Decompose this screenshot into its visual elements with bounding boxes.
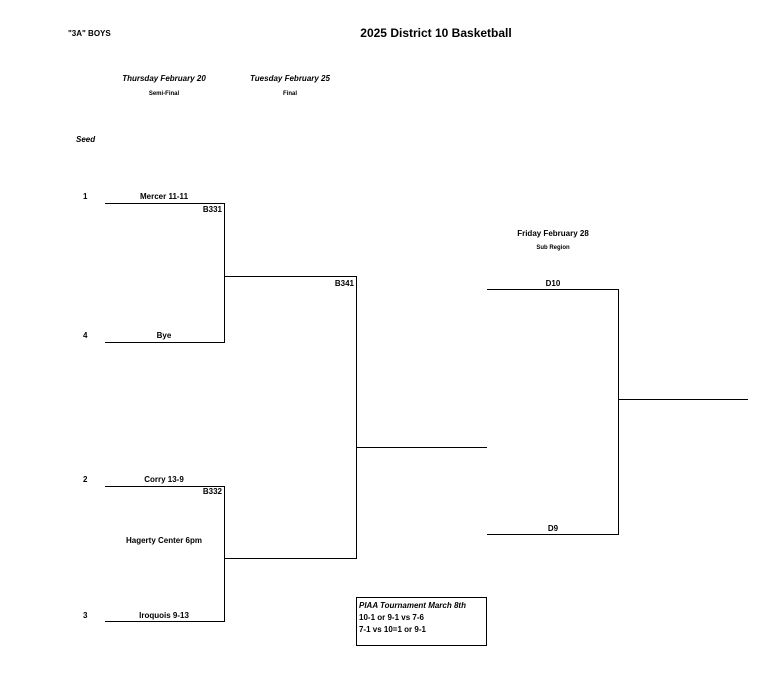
subregion-slot-label: D9 [547,524,559,533]
seed-number: 2 [83,475,88,484]
game-number: B332 [202,487,222,496]
division-label: "3A" BOYS [68,29,111,38]
team-slot-line [105,621,224,622]
bracket-connector [618,289,619,535]
seed-number: 3 [83,611,88,620]
seed-number: 1 [83,192,88,201]
team-name: Bye [156,331,172,340]
game-number: B341 [334,279,354,288]
bracket-connector [224,486,225,622]
team-slot-line [105,486,224,487]
subregion-slot-line [487,289,618,290]
semi-final-date: Thursday February 20 [122,74,206,83]
bracket-connector [224,558,356,559]
piaa-line: 7-1 vs 10=1 or 9-1 [359,625,426,634]
subregion-label: Sub Region [536,245,570,251]
subregion-slot-line [487,534,618,535]
game-number: B331 [202,205,222,214]
bracket-connector [224,276,356,277]
subregion-winner-line [618,399,748,400]
page-title: 2025 District 10 Basketball [360,26,512,40]
seed-header: Seed [76,135,96,144]
piaa-title: PIAA Tournament March 8th [359,601,466,610]
team-slot-line [105,342,224,343]
semi-final-label: Semi-Final [148,91,180,97]
team-name: Mercer 11-11 [139,192,189,201]
venue-note: Hagerty Center 6pm [125,536,203,545]
seed-number: 4 [83,331,88,340]
final-date: Tuesday February 25 [250,74,330,83]
final-label: Final [282,91,298,97]
bracket-connector [356,447,487,448]
bracket-connector [356,276,357,559]
team-name: Corry 13-9 [144,475,184,484]
team-name: Iroquois 9-13 [139,611,189,620]
bracket-connector [224,203,225,343]
subregion-slot-label: D10 [545,279,561,288]
team-slot-line [105,203,224,204]
piaa-info-box: PIAA Tournament March 8th 10-1 or 9-1 vs… [356,597,487,646]
piaa-line: 10-1 or 9-1 vs 7-6 [359,613,424,622]
subregion-date: Friday February 28 [517,229,589,238]
